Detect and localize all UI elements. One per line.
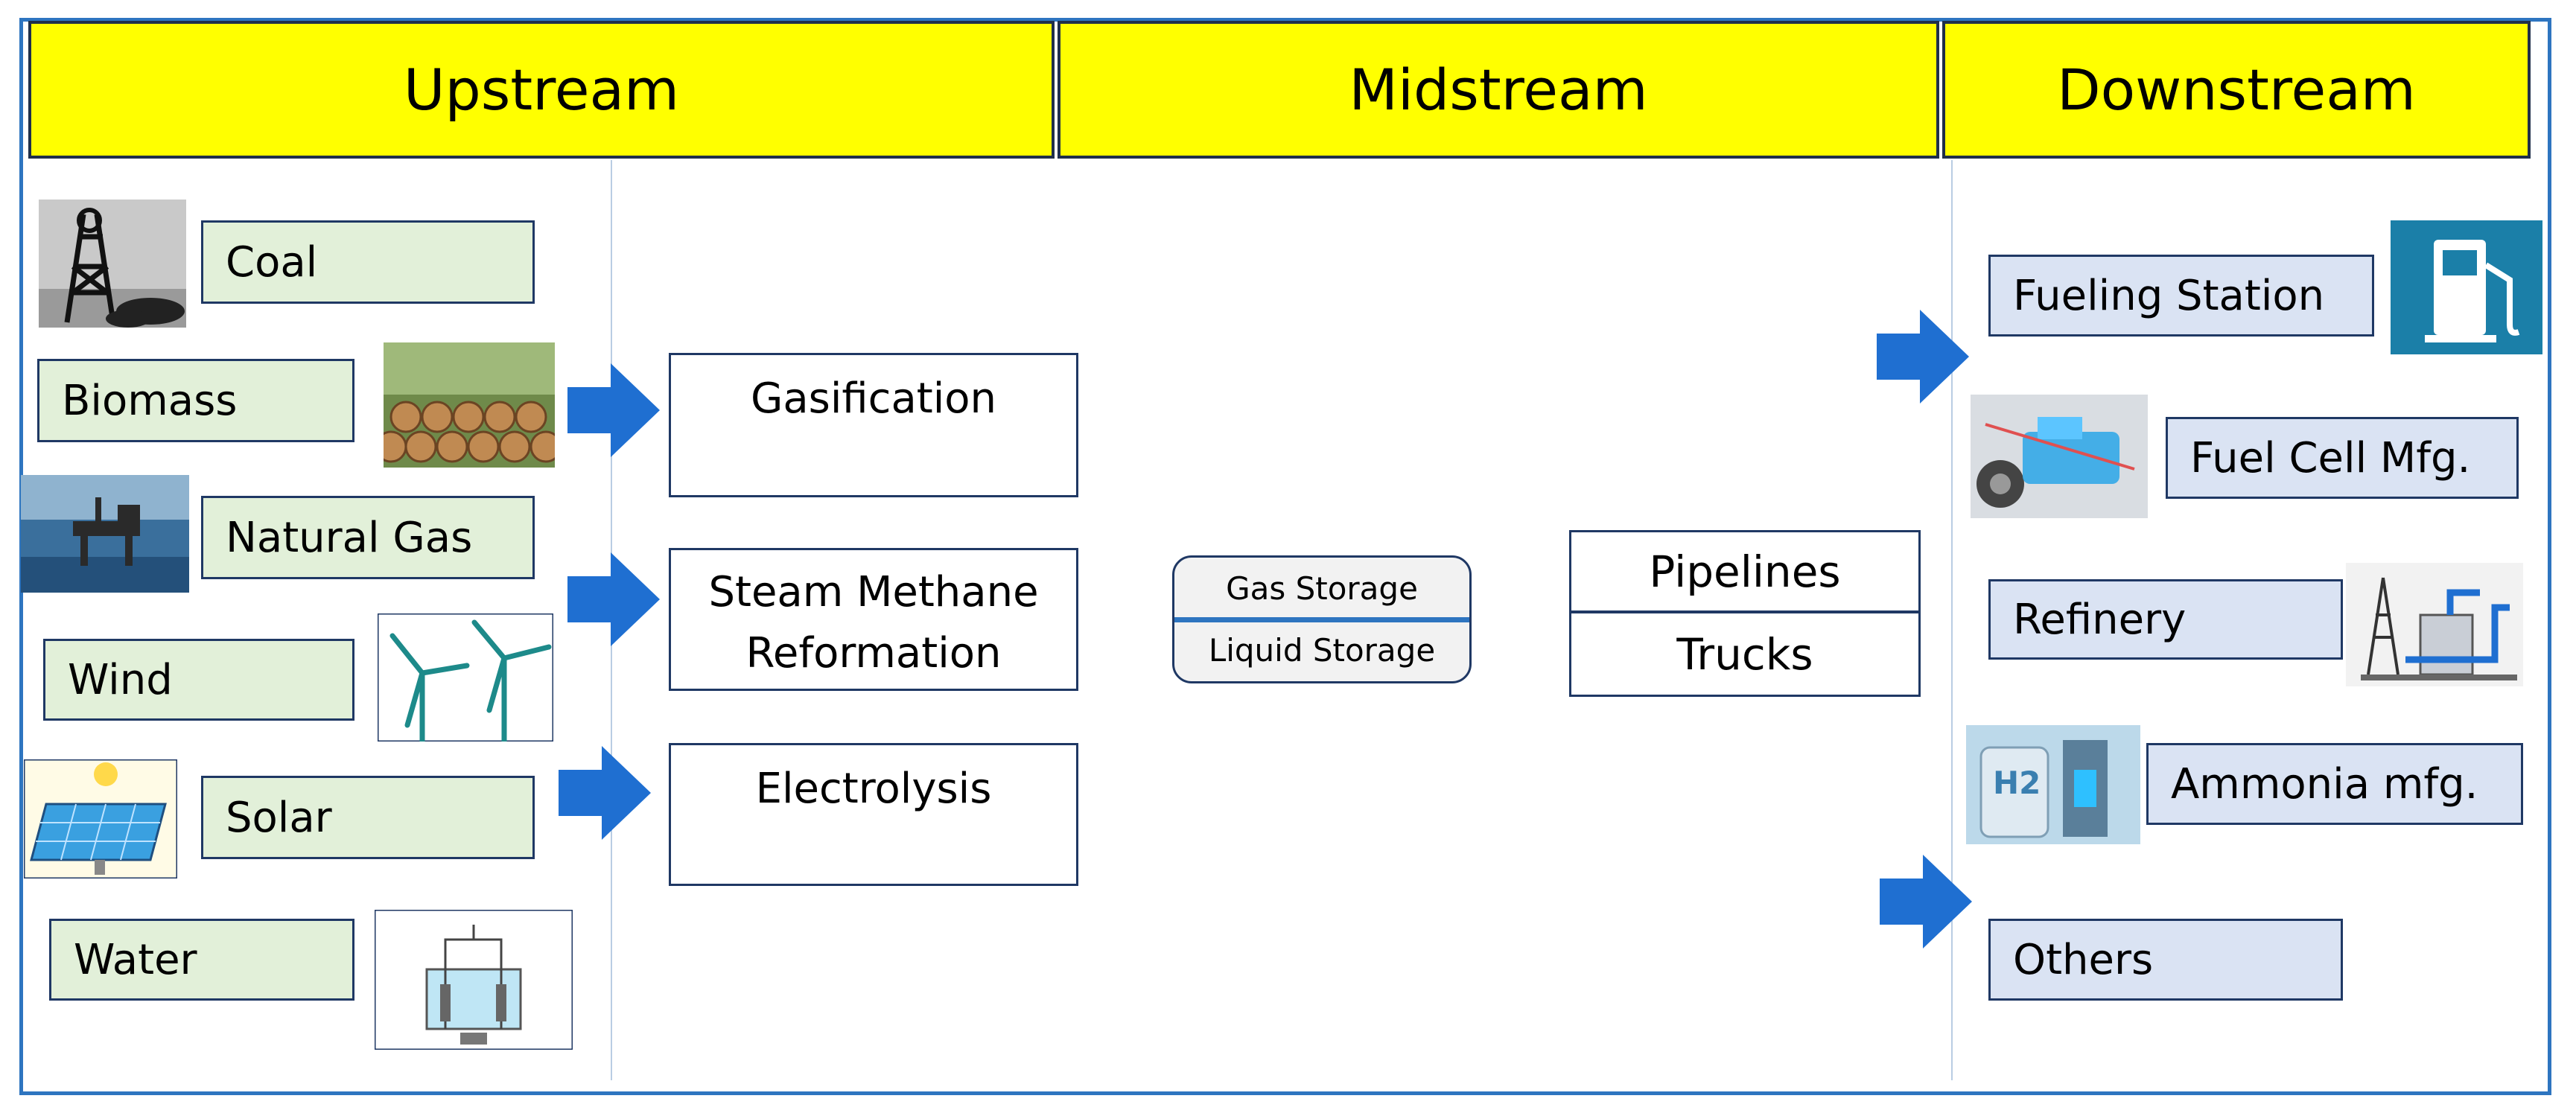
source-biomass: Biomass [37, 359, 354, 442]
process-label: Gasification [750, 374, 997, 423]
source-water: Water [49, 919, 354, 1001]
coal-mine-icon [39, 200, 186, 328]
liquid-storage-label: Liquid Storage [1208, 632, 1436, 669]
process-gasification: Gasification [669, 353, 1078, 497]
source-solar: Solar [201, 776, 535, 859]
header-upstream: Upstream [28, 21, 1055, 159]
trucks-label: Trucks [1676, 628, 1813, 680]
application-label: Fueling Station [2013, 271, 2325, 320]
process-label: Electrolysis [755, 765, 992, 813]
pipelines-label: Pipelines [1571, 532, 1918, 613]
solar-panel-icon [24, 759, 177, 879]
application-ammonia-mfg: Ammonia mfg. [2146, 743, 2523, 825]
gas-storage-label: Gas Storage [1226, 570, 1418, 607]
source-wind: Wind [43, 639, 354, 721]
arrow-to-electrolysis [559, 746, 651, 840]
hydrogen-tank-icon: H2 [1966, 725, 2140, 844]
arrow-to-fueling-station [1877, 310, 1969, 404]
header-downstream: Downstream [1942, 21, 2531, 159]
application-fuel-cell-mfg: Fuel Cell Mfg. [2166, 417, 2519, 499]
divider-downstream [1951, 160, 1953, 1080]
source-label: Natural Gas [226, 513, 473, 562]
arrow-to-smr [567, 552, 660, 646]
source-natural-gas: Natural Gas [201, 496, 535, 579]
fuel-pump-icon [2391, 220, 2542, 354]
application-others: Others [1988, 919, 2343, 1001]
storage-divider [1174, 617, 1469, 622]
electrolysis-cell-icon [375, 910, 573, 1050]
h2-text: H2 [1993, 765, 2041, 801]
wind-turbine-icon [378, 613, 553, 742]
storage-box: Gas Storage Liquid Storage [1172, 555, 1472, 683]
process-steam-methane-reformation: Steam Methane Reformation [669, 548, 1078, 691]
offshore-platform-icon [21, 475, 189, 593]
source-label: Solar [226, 793, 332, 842]
source-coal: Coal [201, 220, 535, 304]
source-label: Biomass [62, 376, 238, 425]
fuel-cell-car-icon [1971, 395, 2148, 518]
application-label: Refinery [2013, 595, 2187, 644]
source-label: Wind [68, 655, 173, 704]
arrow-to-gasification [567, 363, 660, 457]
process-label-2: Reformation [745, 629, 1002, 677]
source-label: Water [74, 935, 197, 984]
refinery-icon [2346, 563, 2523, 686]
arrow-to-others [1880, 855, 1972, 948]
source-label: Coal [226, 237, 318, 287]
application-label: Fuel Cell Mfg. [2190, 433, 2471, 482]
application-label: Others [2013, 935, 2154, 984]
process-label: Steam Methane [708, 568, 1039, 616]
application-fueling-station: Fueling Station [1988, 255, 2374, 337]
biomass-logs-icon [384, 342, 555, 468]
header-midstream: Midstream [1058, 21, 1939, 159]
application-label: Ammonia mfg. [2171, 759, 2478, 809]
transport-box: Pipelines Trucks [1569, 530, 1921, 697]
process-electrolysis: Electrolysis [669, 743, 1078, 886]
application-refinery: Refinery [1988, 579, 2343, 660]
